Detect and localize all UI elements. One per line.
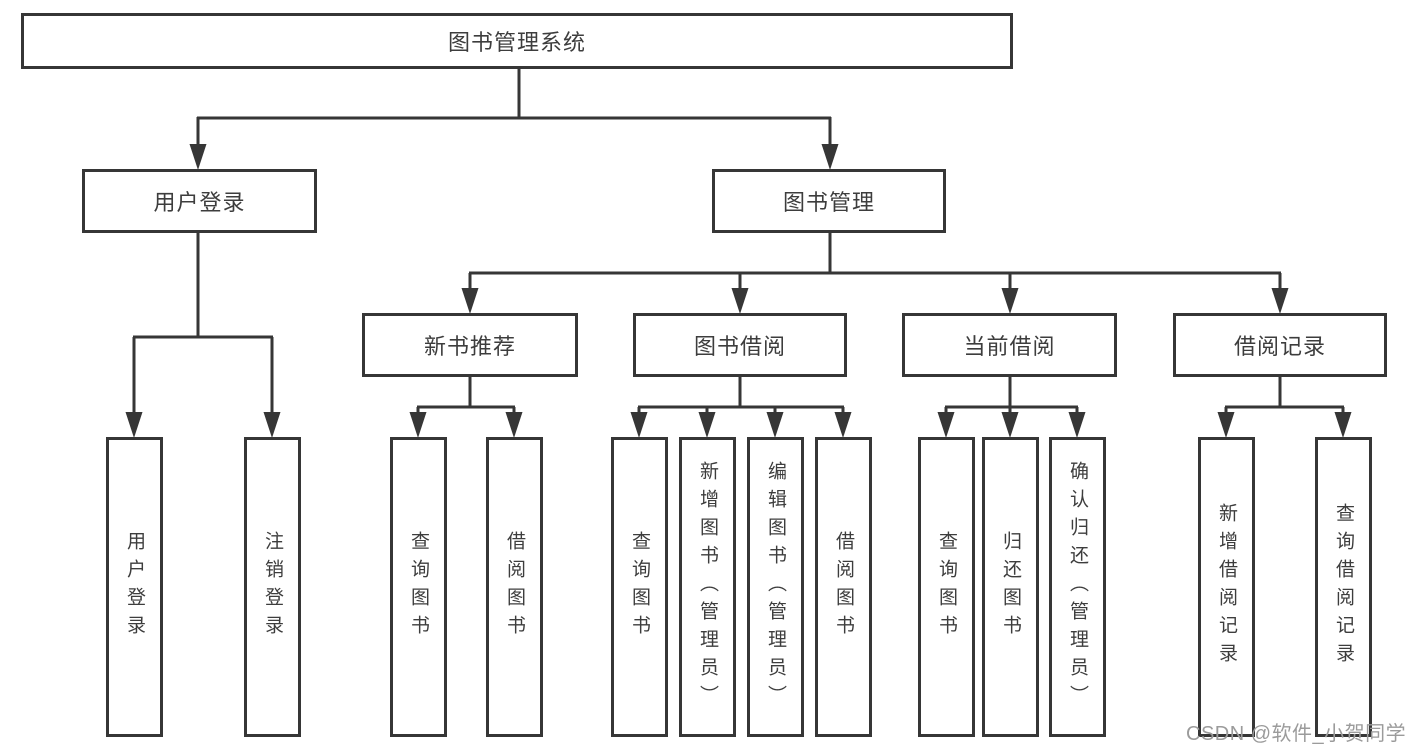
leaf-edit-book-admin: 编辑图书（管理员） bbox=[747, 437, 804, 737]
node-current-borrow-label: 当前借阅 bbox=[963, 334, 1056, 359]
leaf-query-books-recommend-label: 查询图书 bbox=[408, 531, 429, 643]
leaf-user-login-label: 用户登录 bbox=[124, 531, 145, 643]
leaf-return-book: 归还图书 bbox=[982, 437, 1039, 737]
leaf-confirm-return-admin-label: 确认归还（管理员） bbox=[1067, 461, 1088, 713]
node-book-borrow: 图书借阅 bbox=[633, 313, 847, 377]
node-book-borrow-label: 图书借阅 bbox=[693, 334, 786, 359]
leaf-query-borrow-record-label: 查询借阅记录 bbox=[1333, 503, 1354, 671]
node-current-borrow: 当前借阅 bbox=[902, 313, 1117, 377]
leaf-edit-book-admin-label: 编辑图书（管理员） bbox=[765, 461, 786, 713]
leaf-query-books-borrow-label: 查询图书 bbox=[629, 531, 650, 643]
leaf-logout: 注销登录 bbox=[244, 437, 301, 737]
node-new-book-recommend-label: 新书推荐 bbox=[423, 334, 516, 359]
node-user-login: 用户登录 bbox=[82, 169, 317, 233]
leaf-add-borrow-record: 新增借阅记录 bbox=[1198, 437, 1255, 737]
leaf-logout-label: 注销登录 bbox=[262, 531, 283, 643]
node-root-label: 图书管理系统 bbox=[447, 30, 586, 55]
leaf-confirm-return-admin: 确认归还（管理员） bbox=[1049, 437, 1106, 737]
node-new-book-recommend: 新书推荐 bbox=[362, 313, 578, 377]
node-borrow-records: 借阅记录 bbox=[1173, 313, 1387, 377]
leaf-query-books-recommend: 查询图书 bbox=[390, 437, 447, 737]
leaf-borrow-books-label: 借阅图书 bbox=[833, 531, 854, 643]
node-book-management: 图书管理 bbox=[712, 169, 946, 233]
node-book-management-label: 图书管理 bbox=[782, 190, 875, 215]
leaf-return-book-label: 归还图书 bbox=[1000, 531, 1021, 643]
watermark: CSDN @软件_小贺同学 bbox=[1186, 723, 1405, 745]
leaf-add-book-admin-label: 新增图书（管理员） bbox=[697, 461, 718, 713]
node-user-login-label: 用户登录 bbox=[153, 190, 246, 215]
leaf-user-login: 用户登录 bbox=[106, 437, 163, 737]
leaf-query-books-borrow: 查询图书 bbox=[611, 437, 668, 737]
leaf-add-borrow-record-label: 新增借阅记录 bbox=[1216, 503, 1237, 671]
leaf-borrow-books-recommend: 借阅图书 bbox=[486, 437, 543, 737]
leaf-borrow-books-recommend-label: 借阅图书 bbox=[504, 531, 525, 643]
leaf-add-book-admin: 新增图书（管理员） bbox=[679, 437, 736, 737]
node-root: 图书管理系统 bbox=[21, 13, 1013, 69]
node-borrow-records-label: 借阅记录 bbox=[1233, 334, 1326, 359]
leaf-borrow-books: 借阅图书 bbox=[815, 437, 872, 737]
leaf-query-books-current: 查询图书 bbox=[918, 437, 975, 737]
leaf-query-borrow-record: 查询借阅记录 bbox=[1315, 437, 1372, 737]
leaf-query-books-current-label: 查询图书 bbox=[936, 531, 957, 643]
